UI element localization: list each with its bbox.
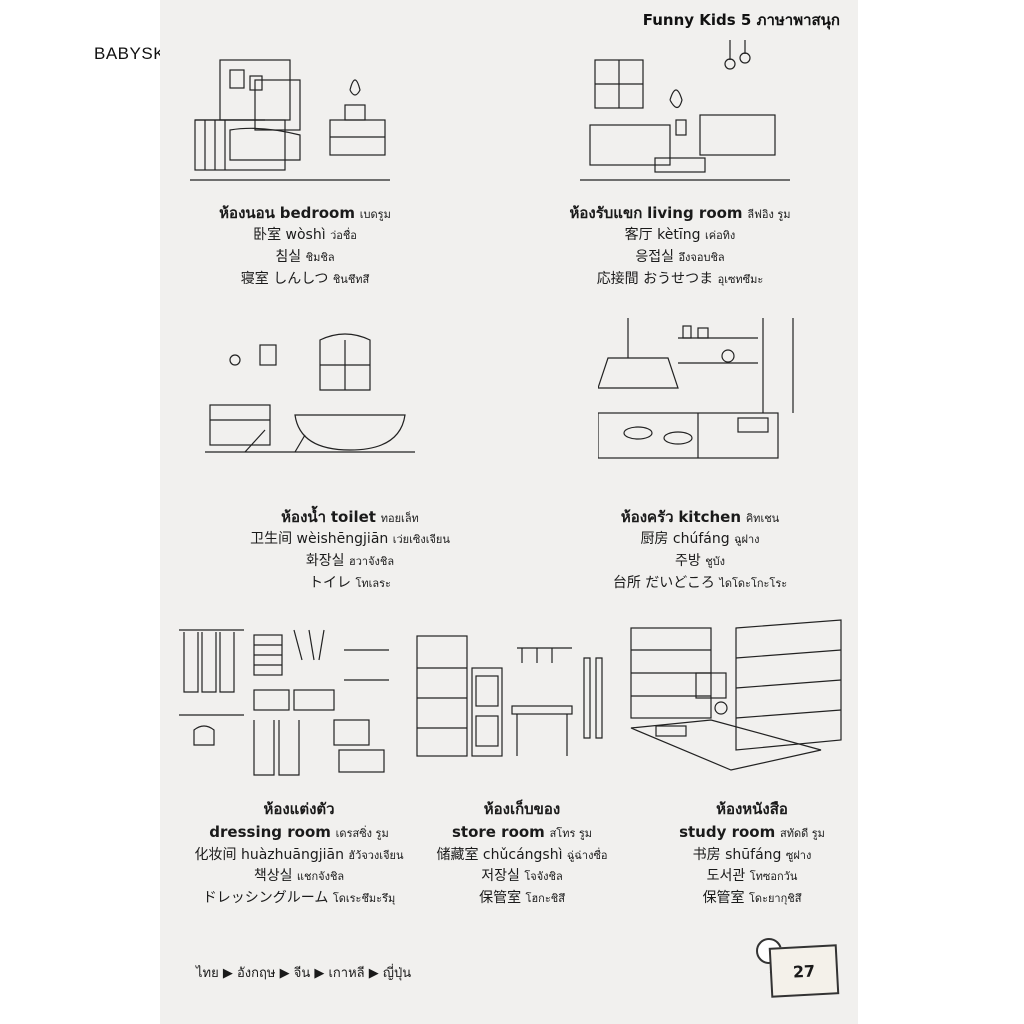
room-zh-th: เว่ยเซิงเจียน <box>392 533 450 547</box>
room-zh: 储藏室 <box>436 846 479 863</box>
room-zh: 客厅 <box>624 227 653 244</box>
room-zh: 化妆间 <box>194 846 237 863</box>
room-ja-th: ชินชึทสึ <box>332 272 370 286</box>
room-ja-th: โฮกะชิสึ <box>525 891 565 905</box>
room-ja-th: ไดโดะโกะโระ <box>719 576 788 590</box>
room-zh-th: ฉูฝาง <box>734 533 760 547</box>
room-block-kitchen: ห้องครัว kitchen คิทเชน 厨房 chúfáng ฉูฝาง… <box>580 506 820 594</box>
kitchen-illustration <box>597 318 803 463</box>
room-ko: 침실 <box>275 248 302 265</box>
room-ja-th: โทเลระ <box>355 576 391 590</box>
room-zh-pinyin: shūfáng <box>725 846 782 863</box>
room-zh: 书房 <box>692 846 721 863</box>
room-thai: ห้องนอน <box>219 204 275 222</box>
room-block-living-room: ห้องรับแขก living room ลีฟอิง รูม 客厅 kèt… <box>540 202 820 290</box>
language-order-nav: ไทย ▶ อังกฤษ ▶ จีน ▶ เกาหลี ▶ ญี่ปุ่น <box>196 966 412 981</box>
room-zh-th: ว่อชื่อ <box>330 229 357 243</box>
room-ko-th: ชูบัง <box>705 554 726 568</box>
room-block-dressing-room: ห้องแต่งตัว dressing room เดรสซิ่ง รูม 化… <box>174 798 424 910</box>
book-page: Funny Kids 5 ภาษาพาสนุก ห้องนอน bedroom … <box>160 0 858 1024</box>
room-zh-pinyin: chúfáng <box>672 531 730 548</box>
room-en-th: ลีฟอิง รูม <box>747 208 791 221</box>
page-header: Funny Kids 5 ภาษาพาสนุก <box>642 11 840 29</box>
room-ja: トイレ <box>309 574 352 591</box>
room-block-toilet: ห้องน้ำ toilet ทอยเล็ท 卫生间 wèishēngjiān … <box>210 506 490 594</box>
room-zh: 卫生间 <box>250 531 293 548</box>
room-en-th: สทัดดี รูม <box>780 827 825 841</box>
room-thai: ห้องรับแขก <box>569 204 643 222</box>
room-ja: 寝室 しんしつ <box>240 270 329 287</box>
room-en: store room <box>451 823 545 842</box>
room-ko: 응접실 <box>635 248 674 265</box>
room-ja: 台所 だいどころ <box>612 574 715 591</box>
room-ja: 応接間 おうせつま <box>596 270 714 287</box>
room-zh: 卧室 <box>253 227 282 244</box>
room-en: bedroom <box>279 204 355 222</box>
room-en-th: เบดรูม <box>359 208 391 221</box>
room-thai: ห้องน้ำ <box>281 508 327 526</box>
room-en-th: สโทร รูม <box>549 827 593 841</box>
study-room-illustration <box>626 618 846 773</box>
room-en-th: ทอยเล็ท <box>380 512 419 525</box>
room-block-study-room: ห้องหนังสือ study room สทัดดี รูม 书房 shū… <box>652 798 852 910</box>
room-en: study room <box>679 823 776 842</box>
room-zh-pinyin: wòshì <box>285 227 326 244</box>
room-ko: 도서관 <box>706 868 746 885</box>
toilet-illustration <box>205 320 415 460</box>
room-en: dressing room <box>209 823 331 842</box>
room-ja: 保管室 <box>702 889 745 906</box>
room-zh: 厨房 <box>640 531 669 548</box>
room-zh-th: ซูฝาง <box>785 848 812 862</box>
room-thai: ห้องเก็บของ <box>483 800 561 818</box>
dressing-room-illustration <box>174 620 394 780</box>
room-ja-th: โดเระชึมะรึมุ <box>332 891 396 905</box>
room-ko: 저장실 <box>481 868 520 885</box>
room-ko-th: โทซอกวัน <box>749 870 798 884</box>
room-ko: 화장실 <box>305 552 345 569</box>
page-number: 27 <box>768 944 840 998</box>
room-zh-th: ฮัว้จวงเจียน <box>348 848 404 862</box>
room-ja: ドレッシングルーム <box>202 889 329 906</box>
room-thai: ห้องแต่งตัว <box>263 800 335 818</box>
room-en: toilet <box>330 508 376 526</box>
room-ko-th: โจจังชิล <box>524 870 563 884</box>
room-zh-pinyin: huàzhuāngjiān <box>240 846 344 863</box>
room-en: kitchen <box>678 508 742 526</box>
room-ko-th: อึงจอบชิล <box>678 250 725 264</box>
room-zh-th: ฉู่ฉ่างซื่อ <box>566 848 608 862</box>
room-ko: 주방 <box>674 552 701 569</box>
bedroom-illustration <box>190 40 390 190</box>
room-ko: 책상실 <box>253 868 293 885</box>
room-en: living room <box>647 204 743 222</box>
room-zh-pinyin: chǔcángshì <box>482 846 563 863</box>
room-ja: 保管室 <box>479 889 522 906</box>
room-thai: ห้องหนังสือ <box>716 800 788 818</box>
room-zh-th: เค่อทิง <box>704 229 736 243</box>
room-en-th: คิทเชน <box>745 512 780 525</box>
room-thai: ห้องครัว <box>620 508 674 526</box>
living-room-illustration <box>580 40 790 190</box>
room-ko-th: แชกจังชิล <box>296 870 345 884</box>
room-en-th: เดรสซิ่ง รูม <box>335 827 389 841</box>
room-zh-pinyin: wèishēngjiān <box>296 531 389 548</box>
room-block-store-room: ห้องเก็บของ store room สโทร รูม 储藏室 chǔc… <box>422 798 622 910</box>
room-ko-th: ชิมชิล <box>305 250 335 264</box>
room-block-bedroom: ห้องนอน bedroom เบดรูม 卧室 wòshì ว่อชื่อ … <box>190 202 420 290</box>
store-room-illustration <box>412 628 612 768</box>
room-ja-th: อุเซทซึมะ <box>717 272 764 286</box>
room-ko-th: ฮวาจังชิล <box>349 554 395 568</box>
room-ja-th: โดะยากุชิสึ <box>749 891 802 905</box>
room-zh-pinyin: kètīng <box>657 227 701 244</box>
